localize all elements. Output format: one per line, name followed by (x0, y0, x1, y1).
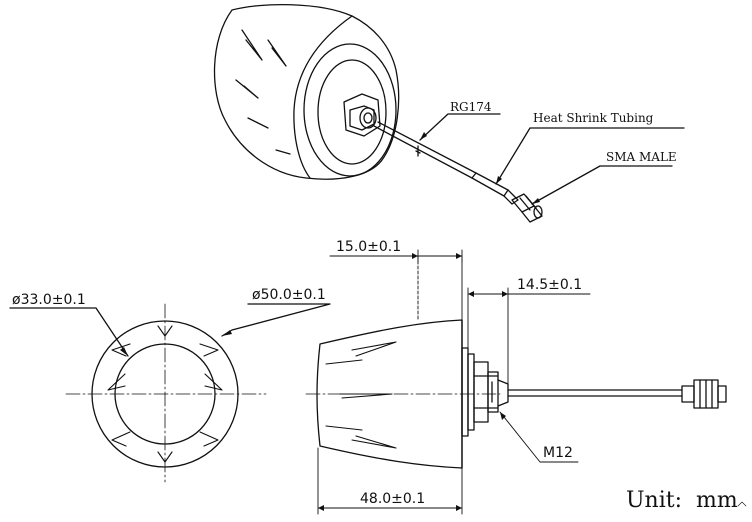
side-m12-nut (473, 361, 509, 423)
leader-heat-shrink (495, 127, 685, 185)
leader-outer-diameter (221, 303, 331, 337)
iso-cable (377, 121, 477, 174)
leader-sma (531, 165, 673, 205)
iso-groove (267, 39, 287, 67)
side-washer (467, 353, 475, 431)
iso-groove (275, 149, 291, 155)
label-thread: M12 (543, 445, 573, 461)
label-heat-shrink: Heat Shrink Tubing (533, 111, 654, 125)
label-inner-diameter: ø33.0±0.1 (12, 292, 86, 308)
side-body (316, 319, 463, 469)
iso-front-face (303, 43, 397, 177)
label-rg174: RG174 (450, 100, 492, 114)
iso-dome-rim (293, 15, 353, 179)
iso-cable-mark (415, 145, 421, 157)
iso-sma-connector (503, 189, 543, 223)
dimension-arrows (120, 132, 540, 511)
isometric-view (213, 3, 685, 223)
iso-nut (343, 93, 381, 137)
iso-dome-body (213, 3, 400, 180)
side-flange (461, 347, 469, 437)
iso-groove (247, 117, 269, 129)
watermark-mark (737, 501, 747, 507)
iso-front-face-inner (317, 59, 387, 165)
label-base-height: 15.0±0.1 (336, 239, 402, 255)
unit-label: Unit: mm (626, 488, 738, 513)
label-nut-height: 14.5±0.1 (517, 277, 583, 293)
leader-inner-diameter (9, 307, 129, 357)
front-view (9, 303, 331, 483)
side-view (305, 319, 727, 469)
label-outer-diameter: ø50.0±0.1 (252, 287, 326, 303)
dimension-lines (317, 249, 591, 515)
front-grooves (107, 325, 223, 463)
label-total-width: 48.0±0.1 (360, 491, 426, 507)
iso-groove (235, 79, 259, 99)
side-sma-connector (681, 379, 727, 409)
iso-heat-shrink (471, 172, 509, 197)
iso-groove (241, 29, 263, 61)
side-grooves (325, 341, 397, 449)
leader-rg174 (419, 113, 501, 141)
iso-cable (373, 125, 473, 179)
label-sma-male: SMA MALE (606, 150, 677, 164)
